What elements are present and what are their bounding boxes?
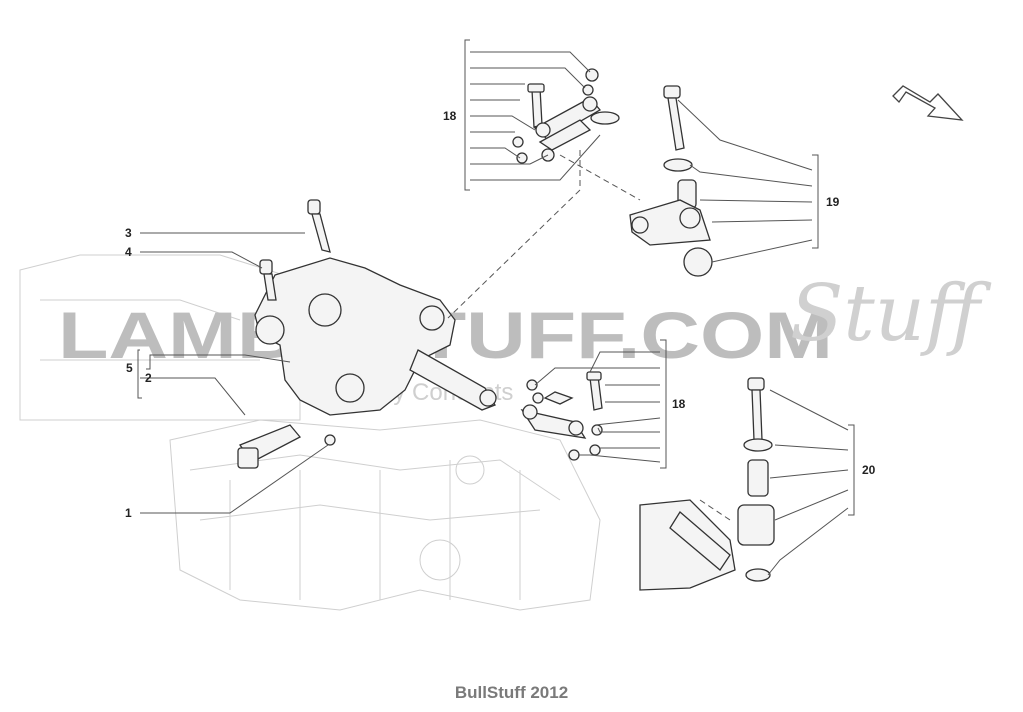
callout-18-top: 18: [443, 109, 457, 123]
fastener-1: [324, 434, 336, 446]
callout-3: 3: [125, 226, 132, 240]
sensor-2: [237, 424, 302, 469]
callout-2: 2: [145, 371, 152, 385]
callout-5: 5: [126, 361, 133, 375]
callout-20: 20: [862, 463, 876, 477]
gearbox-housing-outline: [19, 254, 601, 611]
watermark-script: Stuff: [790, 269, 992, 359]
mount-20-parts: [639, 377, 775, 591]
bolt-3: [307, 199, 331, 253]
watermark: LAMBOSTUFF.COM Stuff Cars By Concepts: [58, 269, 992, 406]
linkage-top-parts: [512, 68, 620, 164]
linkage-19-parts: [629, 85, 713, 277]
actuator-body: [254, 257, 497, 416]
callout-19: 19: [826, 195, 840, 209]
footer-credit: BullStuff 2012: [454, 683, 569, 702]
direction-arrow-icon: [892, 85, 964, 121]
linkage-bottom-parts: [520, 371, 603, 461]
leader-lines: [137, 39, 855, 576]
callout-1: 1: [125, 506, 132, 520]
callout-4: 4: [125, 245, 132, 259]
callout-18-middle: 18: [672, 397, 686, 411]
